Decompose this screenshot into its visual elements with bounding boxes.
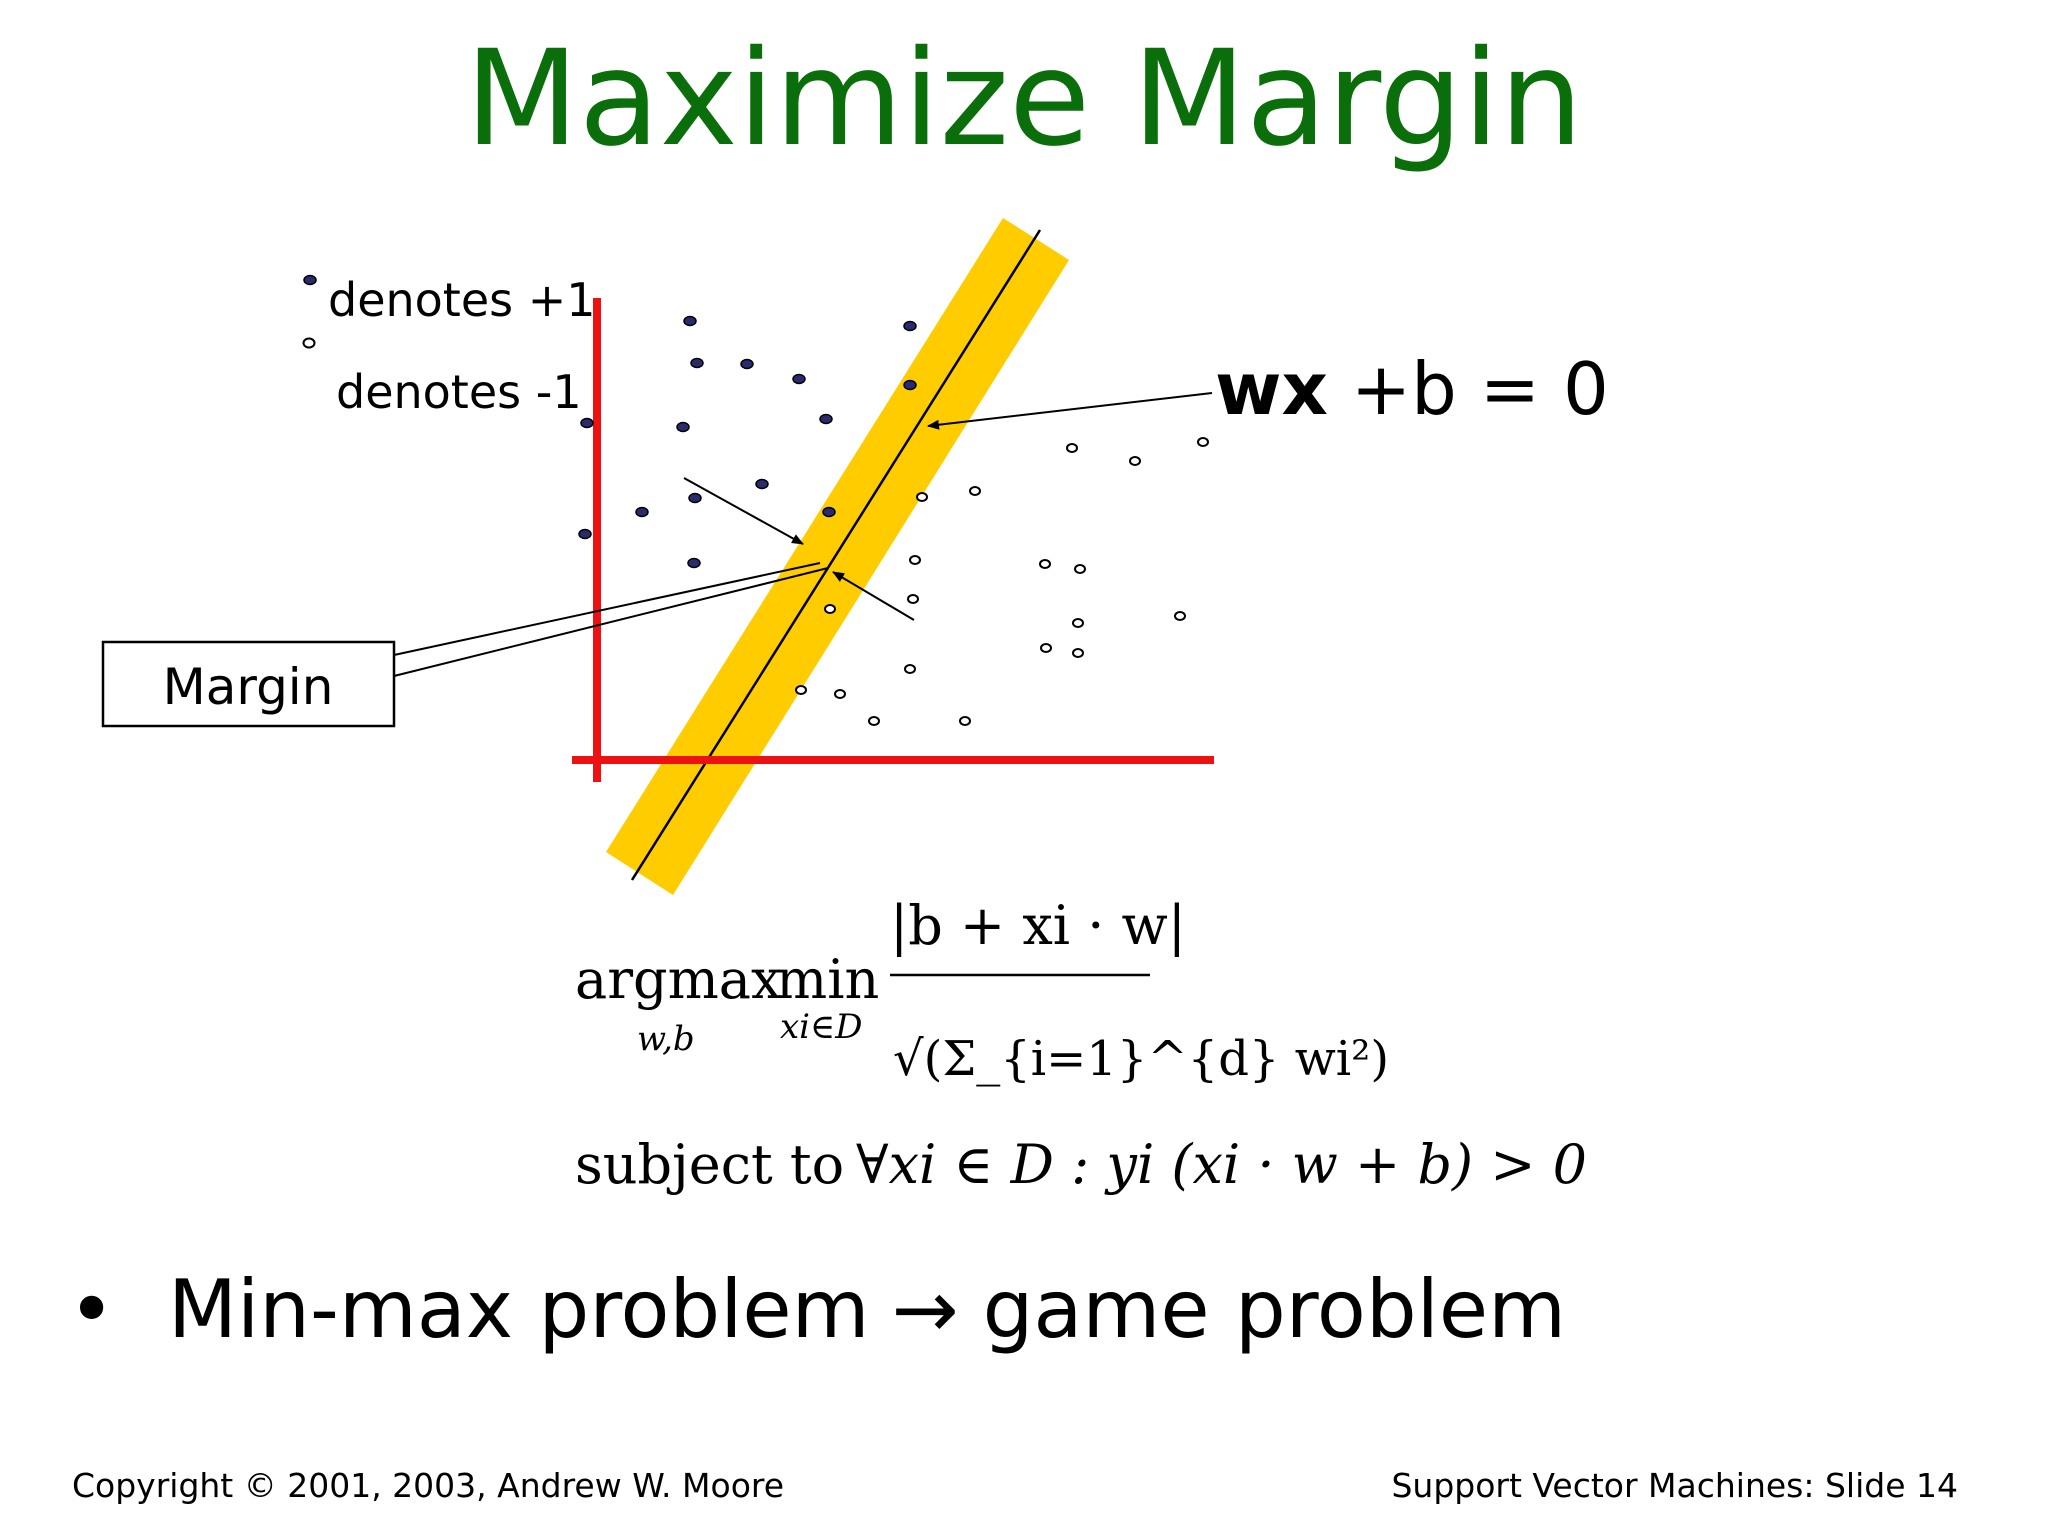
legend-negative-label: denotes -1	[336, 365, 582, 419]
positive-point	[578, 528, 592, 540]
positive-point	[688, 492, 702, 504]
min-subscript: xi∈D	[780, 1007, 862, 1047]
equation-arrow	[927, 392, 1213, 430]
margin-arrow-lower	[832, 571, 915, 621]
negative-point	[1039, 559, 1051, 569]
margin-label-box	[101, 640, 396, 728]
negative-point	[1040, 643, 1052, 653]
footer-copyright: Copyright © 2001, 2003, Andrew W. Moore	[72, 1466, 785, 1505]
positive-point	[903, 320, 917, 332]
decision-boundary	[630, 229, 1042, 881]
margin-callout-pointer	[393, 567, 829, 677]
negative-point	[795, 685, 807, 695]
negative-point	[1174, 611, 1186, 621]
boundary-equation: wx +b = 0	[1215, 347, 1609, 431]
negative-point	[1129, 456, 1141, 466]
negative-point	[1074, 564, 1086, 574]
bullet-item: • Min-max problem→game problem	[68, 1262, 1566, 1358]
positive-point	[683, 315, 697, 327]
min-text: min	[776, 948, 879, 1011]
bullet-right: game problem	[982, 1263, 1566, 1356]
margin-band	[606, 218, 1069, 895]
positive-point	[740, 358, 754, 370]
negative-point	[824, 604, 836, 614]
negative-point	[1066, 443, 1078, 453]
positive-point	[819, 413, 833, 425]
slide-title: Maximize Margin	[464, 22, 1584, 176]
footer-slide-ref: Support Vector Machines: Slide 14	[1391, 1466, 1958, 1505]
positive-point	[687, 557, 701, 569]
negative-point	[834, 689, 846, 699]
argmax-subscript: w,b	[637, 1019, 695, 1059]
fraction-denominator: √(Σ_{i=1}^{d} wi²)	[893, 1031, 1389, 1087]
arrow-icon: →	[891, 1263, 959, 1356]
bullet-dot: •	[68, 1263, 116, 1356]
equation-bold: wx	[1215, 347, 1328, 431]
negative-point	[1072, 618, 1084, 628]
positive-point	[580, 417, 594, 429]
margin-callout-pointer	[393, 562, 821, 656]
margin-label: Margin	[163, 658, 334, 716]
negative-point	[916, 492, 928, 502]
fraction-numerator: |b + xi · w|	[890, 894, 1186, 957]
positive-points	[578, 315, 917, 569]
negative-point	[868, 716, 880, 726]
negative-point	[904, 664, 916, 674]
negative-point	[969, 486, 981, 496]
negative-points	[795, 437, 1209, 726]
positive-point	[676, 421, 690, 433]
margin-arrow-upper	[683, 477, 804, 545]
constraint-text: ∀xi ∈ D : yi (xi · w + b) > 0	[856, 1133, 1587, 1196]
positive-point	[635, 506, 649, 518]
negative-point	[907, 594, 919, 604]
negative-point	[909, 555, 921, 565]
negative-point	[959, 716, 971, 726]
legend-positive-marker	[303, 274, 317, 286]
legend-negative-marker	[302, 337, 316, 349]
positive-point	[903, 379, 917, 391]
constraint-prefix: subject to	[575, 1133, 844, 1196]
positive-point	[792, 373, 806, 385]
equation-rest: +b = 0	[1328, 347, 1609, 431]
legend-positive-label: denotes +1	[328, 273, 596, 327]
optimization-formula: argmax w,b min xi∈D |b + xi · w| √(Σ_{i=…	[575, 894, 1587, 1196]
positive-point	[755, 478, 769, 490]
bullet-left: Min-max problem	[168, 1263, 870, 1356]
positive-point	[822, 506, 836, 518]
negative-point	[1072, 648, 1084, 658]
positive-point	[690, 357, 704, 369]
argmax-text: argmax	[575, 948, 781, 1011]
negative-point	[1197, 437, 1209, 447]
